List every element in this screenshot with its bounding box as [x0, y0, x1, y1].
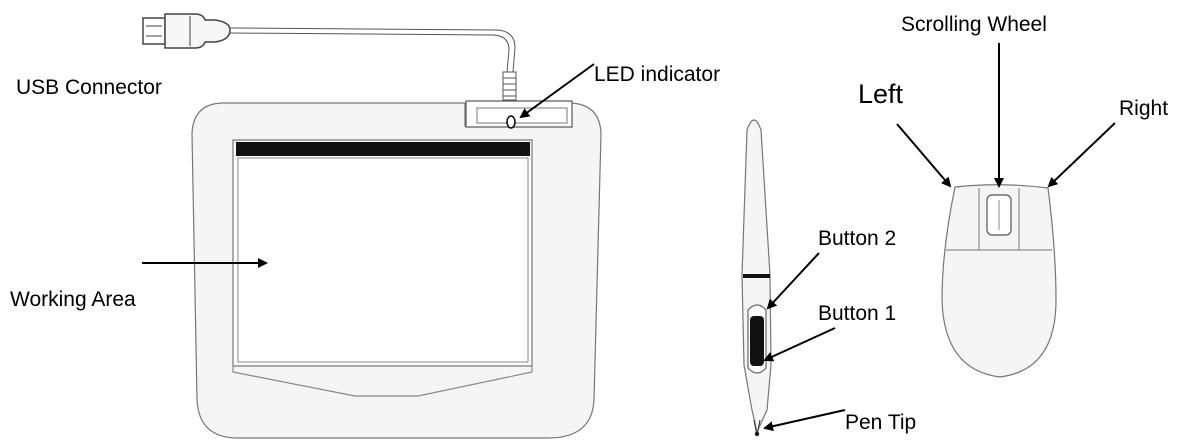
- left-button-arrow: [896, 123, 952, 188]
- pen-tip-arrow: [763, 409, 846, 432]
- led-indicator-label: LED indicator: [594, 63, 720, 86]
- button-2-label: Button 2: [818, 227, 896, 250]
- led-indicator-arrow: [519, 63, 595, 119]
- pen-tip-label: Pen Tip: [845, 411, 916, 434]
- right-button-arrow: [1047, 122, 1116, 188]
- button-2-arrow: [766, 252, 820, 310]
- pen-tip-icon: [754, 431, 760, 437]
- left-label: Left: [858, 79, 904, 109]
- pen: [741, 119, 772, 437]
- led-indicator-icon: [506, 115, 516, 129]
- working-area-rect: [237, 157, 529, 363]
- button-1-arrow: [763, 327, 836, 362]
- tablet-top-strip: [236, 142, 530, 156]
- mouse: [941, 184, 1057, 378]
- pen-button-1-icon: [750, 316, 764, 366]
- tablet: [191, 100, 602, 439]
- scrolling-wheel-label: Scrolling Wheel: [901, 13, 1047, 36]
- usb-connector-label: USB Connector: [16, 76, 162, 99]
- button-1-label: Button 1: [818, 302, 896, 325]
- usb-cable: [229, 27, 517, 101]
- right-label: Right: [1119, 97, 1168, 120]
- usb-connector-icon: [142, 13, 231, 49]
- working-area-label: Working Area: [10, 288, 136, 311]
